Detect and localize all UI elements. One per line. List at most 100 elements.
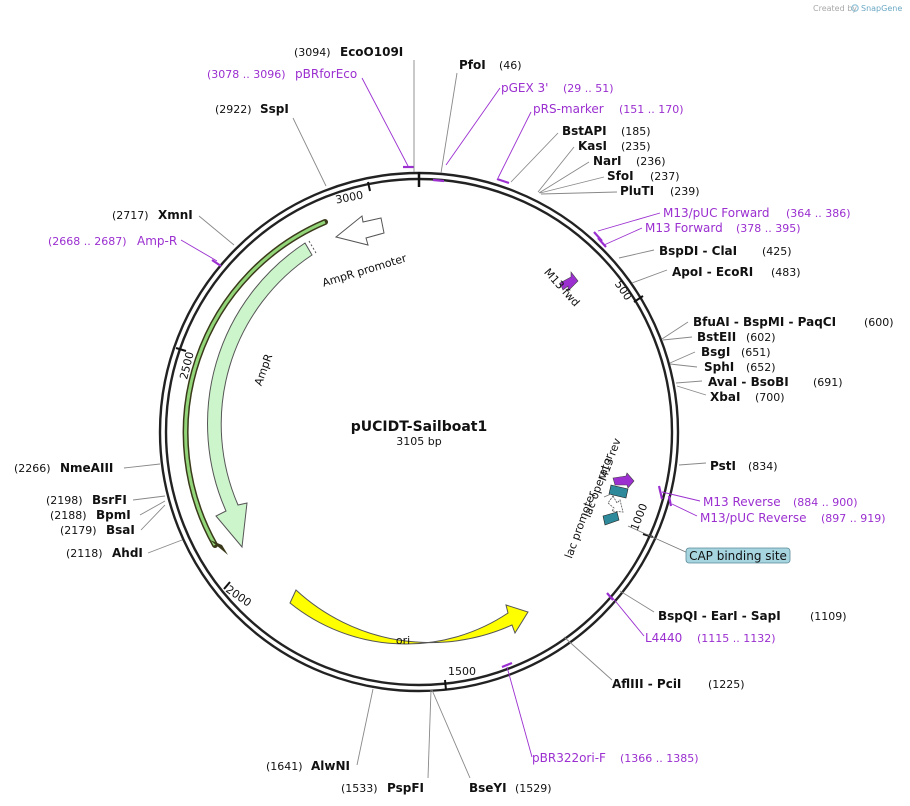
svg-text:BfuAI - BspMI - PaqCI: BfuAI - BspMI - PaqCI — [693, 315, 836, 329]
svg-text:BspDI - ClaI: BspDI - ClaI — [659, 244, 737, 258]
primer-pgex3[interactable]: pGEX 3' (29 .. 51) — [501, 81, 614, 95]
svg-text:(2198): (2198) — [46, 494, 83, 507]
svg-text:BsaI: BsaI — [106, 523, 135, 537]
enzyme-sphi[interactable]: SphI (652) — [704, 360, 776, 374]
primer-pbr322ori-f[interactable]: pBR322ori-F (1366 .. 1385) — [532, 751, 699, 765]
svg-text:(3094): (3094) — [294, 46, 331, 59]
svg-text:(3078 .. 3096): (3078 .. 3096) — [207, 68, 286, 81]
svg-text:AflIII - PciI: AflIII - PciI — [612, 677, 681, 691]
primer-m13-puc-forward[interactable]: M13/pUC Forward (364 .. 386) — [663, 206, 851, 220]
enzyme-alwni[interactable]: (1641) AlwNI — [266, 759, 350, 773]
svg-text:BsgI: BsgI — [701, 345, 730, 359]
lac-promoter-label: lac promoter — [562, 489, 598, 560]
svg-text:(2922): (2922) — [215, 103, 252, 116]
tick-mark-1500 — [444, 679, 447, 691]
m13-fwd-label: M13 fwd — [541, 266, 582, 309]
svg-text:Amp-R: Amp-R — [137, 234, 177, 248]
svg-text:(2668 .. 2687): (2668 .. 2687) — [48, 235, 127, 248]
svg-text:BstEII: BstEII — [697, 330, 736, 344]
snapgene-logo: SnapGene — [851, 4, 902, 13]
enzyme-kasi[interactable]: KasI (235) — [578, 139, 651, 153]
primer-m13-reverse[interactable]: M13 Reverse (884 .. 900) — [703, 495, 858, 509]
lac-operator-feature[interactable] — [608, 484, 629, 499]
svg-text:pBRforEco: pBRforEco — [295, 67, 357, 81]
cap-site-feature[interactable] — [602, 511, 620, 526]
ampr-feature[interactable] — [182, 219, 328, 555]
svg-text:NarI: NarI — [593, 154, 622, 168]
svg-text:PspFI: PspFI — [387, 781, 424, 795]
svg-text:(237): (237) — [650, 170, 680, 183]
enzyme-bsai[interactable]: (2179) BsaI — [60, 523, 135, 537]
enzyme-pluti[interactable]: PluTI (239) — [620, 184, 700, 198]
svg-text:(691): (691) — [813, 376, 843, 389]
primer-site-prs-marker — [496, 177, 510, 185]
primer-site-l4440 — [606, 592, 614, 601]
enzyme-psti[interactable]: PstI (834) — [710, 459, 778, 473]
svg-text:BpmI: BpmI — [96, 508, 131, 522]
plasmid-length: 3105 bp — [396, 435, 441, 448]
enzyme-bfuai-bspmi-paqci[interactable]: BfuAI - BspMI - PaqCI (600) — [693, 315, 894, 329]
cap-site-label[interactable]: CAP binding site — [685, 547, 791, 564]
enzyme-bspqi-eari-sapi[interactable]: BspQI - EarI - SapI (1109) — [658, 609, 847, 623]
svg-text:ApoI - EcoRI: ApoI - EcoRI — [672, 265, 753, 279]
tick-mark-2000 — [223, 581, 231, 590]
svg-text:(425): (425) — [762, 245, 792, 258]
ampr-promoter-feature[interactable] — [334, 215, 385, 246]
primer-amp-r[interactable]: (2668 .. 2687) Amp-R — [48, 234, 177, 248]
ori-label: ori — [396, 634, 410, 647]
svg-text:PstI: PstI — [710, 459, 736, 473]
svg-text:(2717): (2717) — [112, 209, 149, 222]
enzyme-bseyi[interactable]: BseYI (1529) — [469, 781, 552, 795]
svg-text:PfoI: PfoI — [459, 58, 486, 72]
enzyme-afliii-pcii[interactable]: AflIII - PciI (1225) — [612, 677, 745, 691]
svg-text:AlwNI: AlwNI — [311, 759, 350, 773]
enzyme-bstapi[interactable]: BstAPI (185) — [562, 124, 651, 138]
enzyme-bpmi[interactable]: (2188) BpmI — [50, 508, 131, 522]
primer-site-m13-reverse — [657, 485, 664, 500]
svg-text:(46): (46) — [499, 59, 522, 72]
enzyme-xmni[interactable]: (2717) XmnI — [112, 208, 193, 222]
enzyme-avai-bsobi[interactable]: AvaI - BsoBI (691) — [708, 375, 843, 389]
tick-mark-3000 — [367, 181, 371, 192]
svg-text:BsrFI: BsrFI — [92, 493, 127, 507]
primer-pbrforeco[interactable]: (3078 .. 3096) pBRforEco — [207, 67, 357, 81]
svg-text:(884 .. 900): (884 .. 900) — [793, 496, 858, 509]
enzyme-ahdi[interactable]: (2118) AhdI — [66, 546, 143, 560]
m13-fwd-feature[interactable] — [559, 271, 579, 292]
primer-prs-marker[interactable]: pRS-marker (151 .. 170) — [533, 102, 684, 116]
m13-rev-feature[interactable] — [612, 472, 635, 489]
svg-text:(483): (483) — [771, 266, 801, 279]
primer-l4440[interactable]: L4440 (1115 .. 1132) — [645, 631, 776, 645]
svg-text:(651): (651) — [741, 346, 771, 359]
tick-label-1500: 1500 — [448, 665, 476, 678]
primer-site-m13-forward — [597, 237, 607, 248]
svg-text:SspI: SspI — [260, 102, 289, 116]
enzyme-bsgi[interactable]: BsgI (651) — [701, 345, 771, 359]
lac-promoter-feature[interactable] — [607, 495, 624, 513]
enzyme-nari[interactable]: NarI (236) — [593, 154, 666, 168]
enzyme-nmeaiii[interactable]: (2266) NmeAIII — [14, 461, 113, 475]
enzyme-apoi-ecori[interactable]: ApoI - EcoRI (483) — [672, 265, 801, 279]
enzyme-sfoi[interactable]: SfoI (237) — [607, 169, 680, 183]
svg-text:(2188): (2188) — [50, 509, 87, 522]
ampr-promoter-label: AmpR promoter — [321, 251, 409, 289]
enzyme-bsrfi[interactable]: (2198) BsrFI — [46, 493, 127, 507]
enzyme-sspi[interactable]: (2922) SspI — [215, 102, 289, 116]
enzyme-bsteii[interactable]: BstEII (602) — [697, 330, 776, 344]
svg-text:pRS-marker: pRS-marker — [533, 102, 604, 116]
primer-m13-puc-reverse[interactable]: M13/pUC Reverse (897 .. 919) — [700, 511, 886, 525]
primer-m13-forward[interactable]: M13 Forward (378 .. 395) — [645, 221, 801, 235]
enzyme-pspfi[interactable]: (1533) PspFI — [341, 781, 424, 795]
svg-text:(29 .. 51): (29 .. 51) — [563, 82, 614, 95]
svg-text:SfoI: SfoI — [607, 169, 634, 183]
svg-text:(652): (652) — [746, 361, 776, 374]
svg-text:(700): (700) — [755, 391, 785, 404]
enzyme-pfoi[interactable]: PfoI (46) — [459, 58, 522, 72]
enzyme-eco0109i[interactable]: (3094) EcoO109I — [294, 45, 403, 59]
svg-text:(2118): (2118) — [66, 547, 103, 560]
tick-mark-2500 — [175, 347, 187, 352]
enzyme-bspdi-clai[interactable]: BspDI - ClaI (425) — [659, 244, 792, 258]
ori-feature[interactable] — [289, 589, 529, 645]
enzyme-xbai[interactable]: XbaI (700) — [710, 390, 785, 404]
